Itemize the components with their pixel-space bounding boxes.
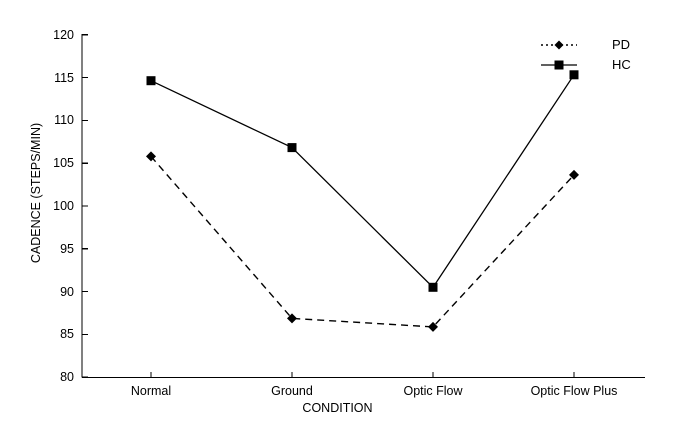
series-hc-marker [428, 282, 438, 292]
series-pd-marker [287, 313, 297, 324]
legend-label-pd: PD [612, 37, 631, 52]
legend-swatch-pd [541, 40, 577, 50]
series-hc-marker [287, 143, 297, 153]
x-axis-title: CONDITION [302, 401, 373, 415]
series-hc-marker [569, 70, 579, 80]
x-tick-label-ground: Ground [271, 384, 313, 398]
series-pd-line [150, 155, 575, 328]
y-axis-ticks [82, 34, 88, 378]
series-pd [146, 151, 579, 332]
y-tick-label: 85 [60, 327, 74, 342]
series-hc-marker [146, 76, 156, 86]
y-tick-label: 100 [53, 199, 74, 213]
x-tick-label-normal: Normal [130, 384, 172, 398]
y-tick-label: 90 [60, 284, 74, 299]
y-tick-label: 95 [60, 241, 74, 256]
series-pd-marker [569, 169, 579, 180]
x-tick-label-optic-flow: Optic Flow [403, 384, 463, 398]
series-hc [146, 70, 579, 292]
series-pd-marker [146, 151, 156, 162]
y-tick-label: 105 [53, 156, 74, 171]
legend-label-hc: HC [612, 57, 631, 72]
y-tick-label: 110 [54, 113, 74, 128]
x-tick-label-optic-flow-plus: Optic Flow Plus [530, 384, 618, 398]
x-axis-ticks [150, 372, 575, 378]
y-tick-label: 120 [53, 28, 74, 42]
series-hc-line [150, 74, 575, 289]
series-pd-marker [428, 321, 438, 332]
y-axis-title: CADENCE (STEPS/MIN) [29, 122, 43, 264]
y-tick-label: 80 [60, 370, 74, 385]
legend-swatch-hc [541, 60, 577, 70]
y-tick-label: 115 [54, 70, 74, 85]
